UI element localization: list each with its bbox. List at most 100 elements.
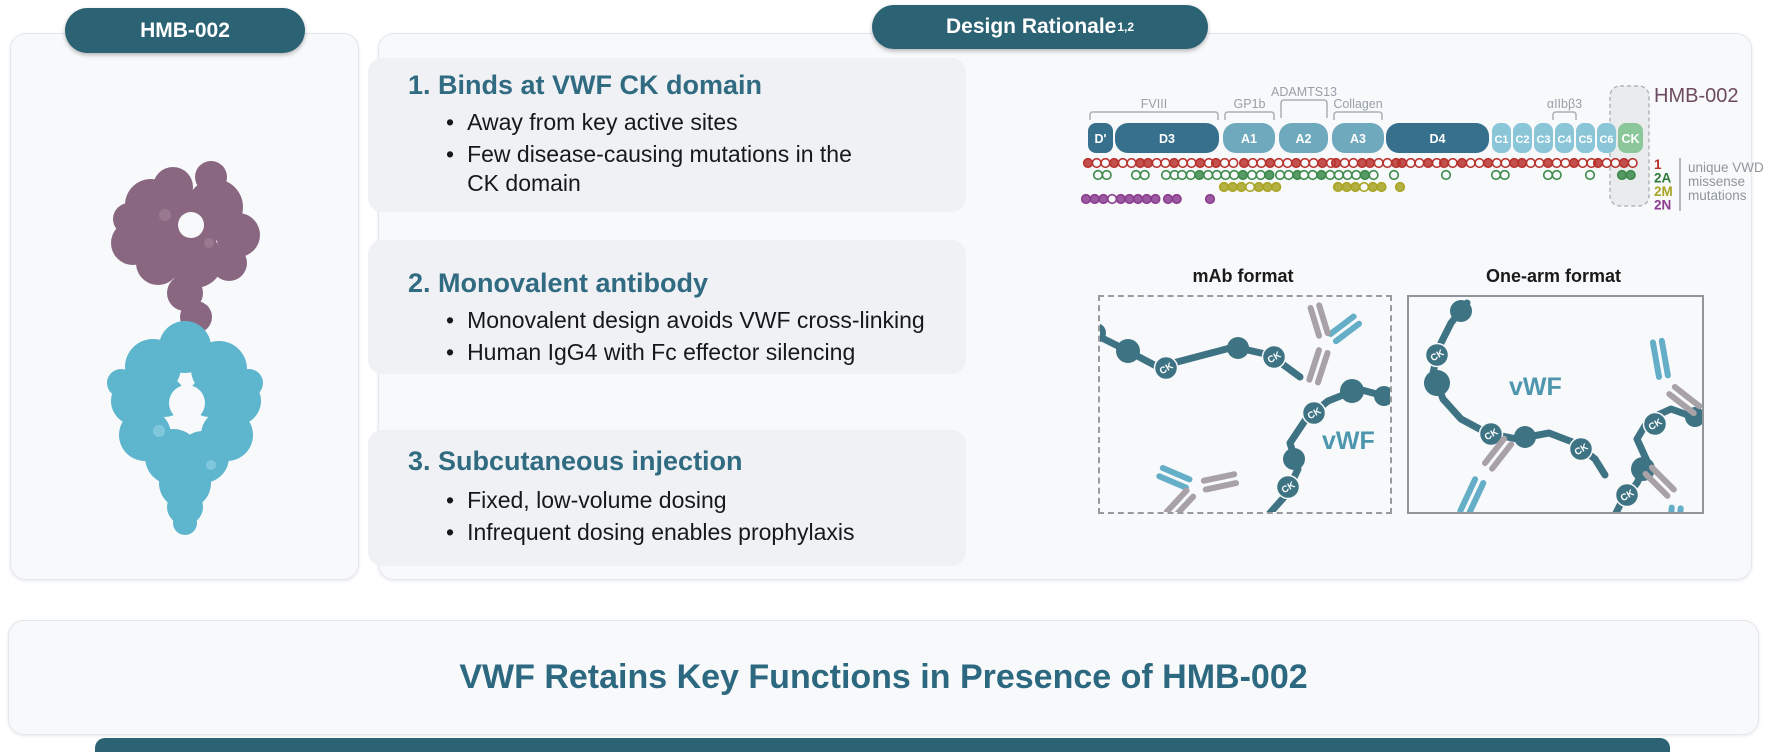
mutation-dot (1584, 169, 1596, 181)
mutation-dot (1364, 157, 1376, 169)
mutation-dot (1298, 169, 1310, 181)
design-rationale-badge-label: Design Rationale (945, 15, 1117, 38)
mutation-dot (1139, 169, 1150, 181)
mutation-dot (1465, 157, 1476, 169)
legend-caption-line: unique VWD (1688, 160, 1763, 175)
domain-label: C1 (1494, 134, 1508, 146)
mutation-dot (1255, 169, 1266, 181)
legend-type-label: 2M (1654, 184, 1673, 199)
domain-label: C2 (1515, 134, 1529, 146)
antibody-bar (1658, 337, 1671, 379)
mutation-dot (1100, 157, 1111, 169)
bullet-text: Away from key active sites (467, 109, 738, 135)
mutation-dot (1525, 157, 1536, 169)
hmb002-badge: HMB-002 (65, 8, 305, 53)
mutation-dot (1308, 157, 1319, 169)
antibody-bar (1332, 320, 1363, 345)
domain-segment (1492, 123, 1511, 153)
domain-label: D' (1095, 132, 1107, 146)
vwf-bead (1227, 337, 1249, 359)
mutation-dot (1160, 169, 1172, 181)
interaction-label: FVIII (1141, 97, 1167, 111)
vwf-label: vWF (1322, 427, 1375, 455)
ck-node (1261, 344, 1287, 370)
mutation-dot (1245, 181, 1256, 193)
mutation-dot (1253, 181, 1264, 193)
section-3-bullet-1: • Fixed, low-volume dosing (446, 486, 727, 515)
antibody-bar (1159, 465, 1193, 483)
domain-segment (1597, 123, 1616, 153)
mutation-dot (1220, 169, 1231, 181)
antibody-bar (1677, 505, 1684, 512)
mutation-dot (1262, 181, 1273, 193)
bullet-text: Fixed, low-volume dosing (467, 487, 727, 513)
mutation-dot (1610, 157, 1621, 169)
antibody-bar (1481, 435, 1508, 467)
mutation-dot (1499, 169, 1510, 181)
mutation-dot (1238, 157, 1250, 169)
mutation-dot (1227, 181, 1238, 193)
mutation-dot (1396, 157, 1408, 169)
mutation-dot (1273, 157, 1284, 169)
ck-node (1424, 342, 1450, 368)
vwf-bead (1116, 339, 1140, 363)
ck-node (1153, 355, 1179, 381)
section-2-heading: 2. Monovalent antibody (408, 268, 709, 298)
hmb002-badge-label: HMB-002 (140, 18, 230, 42)
next-section-bar (95, 738, 1670, 752)
domain-label: A2 (1296, 132, 1312, 146)
mutation-dot (1132, 193, 1144, 205)
mutation-dot (1228, 157, 1239, 169)
vwf-bead (1514, 426, 1536, 448)
section-1-block (368, 58, 966, 212)
interaction-bracket (1089, 111, 1219, 120)
mutation-dot (1082, 157, 1094, 169)
domain-segment (1386, 123, 1489, 153)
vwf-bead (1283, 448, 1305, 470)
mutation-dot (1394, 181, 1406, 193)
mutation-dot (1130, 169, 1142, 181)
mutation-dot (1616, 169, 1628, 181)
domain-segment (1279, 123, 1328, 153)
mutation-dot (1373, 157, 1384, 169)
domain-label: D4 (1430, 132, 1446, 146)
mutation-dot (1627, 157, 1638, 169)
mutation-dot (1080, 193, 1092, 205)
mutation-dot (1274, 169, 1286, 181)
section-2-bullet-1: • Monovalent design avoids VWF cross-lin… (446, 306, 925, 335)
legend-type-label: 2N (1654, 198, 1671, 213)
antibody-bar (1307, 304, 1323, 339)
bullet-icon: • (446, 339, 455, 365)
mutation-dot (1330, 157, 1342, 169)
domain-label: A1 (1241, 132, 1257, 146)
mutation-dot (1405, 157, 1416, 169)
mutation-dot (1092, 169, 1104, 181)
antibody-bar (1671, 383, 1702, 410)
interaction-bracket (1333, 111, 1383, 120)
mutation-dot (1160, 157, 1171, 169)
mutation-dot (1219, 157, 1230, 169)
mutation-dot (1236, 181, 1247, 193)
domain-segment (1332, 123, 1384, 153)
interaction-label: Collagen (1333, 97, 1382, 111)
mutation-dot (1317, 157, 1328, 169)
legend-type-label: 1 (1654, 157, 1662, 172)
domain-segment (1555, 123, 1574, 153)
domain-segment (1576, 123, 1595, 153)
mutation-dot (1256, 157, 1267, 169)
domain-label: D3 (1159, 132, 1175, 146)
antibody-bar (1316, 302, 1331, 337)
mutation-dot (1368, 169, 1379, 181)
mutation-dot (1283, 169, 1294, 181)
mutation-dot (1291, 157, 1302, 169)
mutation-dot (1577, 157, 1588, 169)
bullet-icon: • (446, 307, 455, 333)
vwf-bead (1340, 379, 1364, 403)
mutation-dot (1203, 169, 1214, 181)
mutation-dot (1168, 157, 1180, 169)
